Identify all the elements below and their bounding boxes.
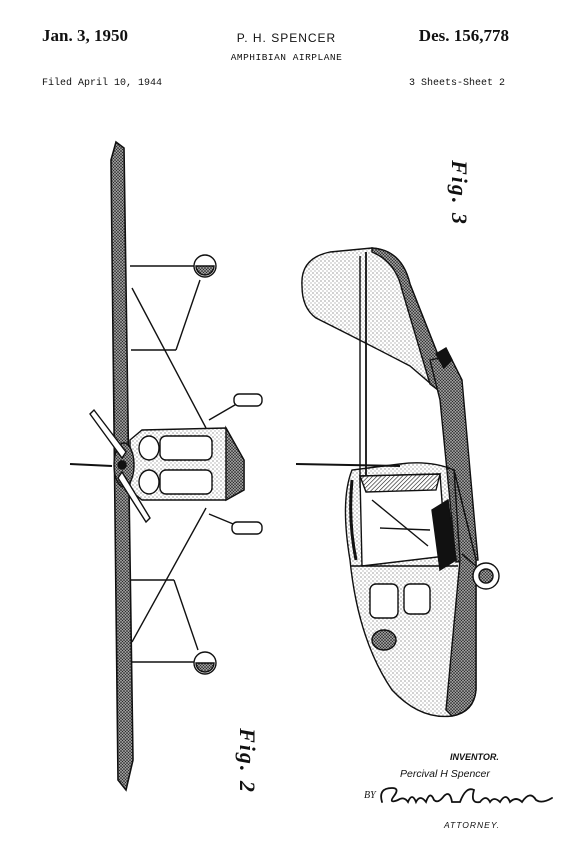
fig3-perspective-view <box>295 247 500 718</box>
fig2-label: Fig. 2 <box>234 728 260 794</box>
design-number: Des. 156,778 <box>418 26 509 45</box>
patent-title: AMPHIBIAN AIRPLANE <box>230 52 343 63</box>
fig2-top-view <box>69 140 263 792</box>
sheet-number: 3 Sheets-Sheet 2 <box>408 78 505 89</box>
inventor-caption: INVENTOR. <box>450 752 499 762</box>
attorney-signature <box>380 787 553 805</box>
by-label: BY <box>364 790 376 801</box>
inventor-header: P. H. SPENCER <box>236 31 337 45</box>
attorney-caption: ATTORNEY. <box>444 820 501 830</box>
inventor-name: Percival H Spencer <box>400 768 490 780</box>
patent-date: Jan. 3, 1950 <box>42 26 128 45</box>
fig3-label: Fig. 3 <box>446 160 472 226</box>
filed-date: Filed April 10, 1944 <box>42 78 163 89</box>
